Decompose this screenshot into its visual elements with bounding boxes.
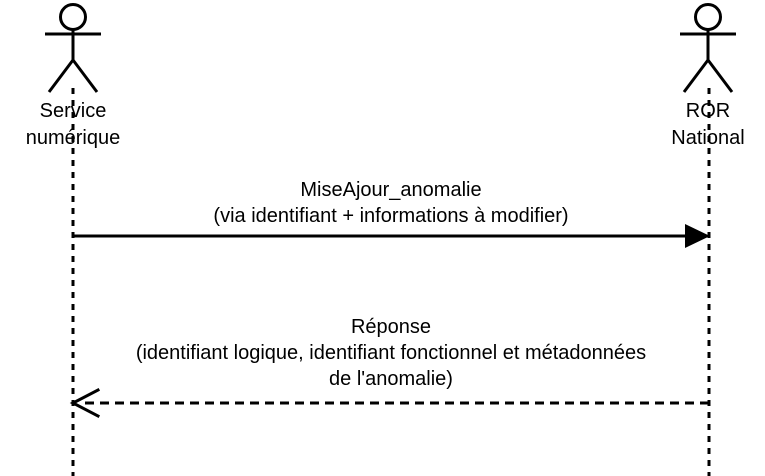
actor-leg-left-icon (682, 59, 710, 93)
actor-head-icon (694, 3, 722, 31)
message-arrow-miseajour-anomalie (73, 224, 710, 248)
message-arrow-reponse (69, 387, 709, 419)
arrowhead-open-v-icon (69, 387, 101, 419)
message-label-reponse: Réponse (identifiant logique, identifian… (136, 314, 646, 392)
message-label-miseajour-anomalie: MiseAjour_anomalie (via identifiant + in… (213, 177, 568, 229)
actor-label-line: numérique (25, 127, 121, 149)
actor-figure-service-numerique (45, 3, 101, 93)
message-label-line: Réponse (350, 316, 432, 338)
actor-head-icon (59, 3, 87, 31)
message-label-line: MiseAjour_anomalie (300, 179, 482, 201)
actor-figure-ror-national (680, 3, 736, 93)
actor-leg-right-icon (706, 59, 734, 93)
message-label-line: (via identifiant + informations à modifi… (213, 205, 569, 227)
message-label-line: de l'anomalie) (329, 368, 453, 390)
arrowhead-filled-triangle-icon (685, 224, 710, 248)
actor-label-ror-national: ROR National (671, 98, 744, 152)
actor-label-line: ROR (685, 100, 731, 122)
actor-leg-left-icon (47, 59, 75, 93)
actor-leg-right-icon (71, 59, 99, 93)
actor-label-line: National (671, 127, 745, 149)
actor-label-line: Service (39, 100, 107, 122)
actor-label-service-numerique: Service numérique (26, 98, 121, 152)
message-label-line: (identifiant logique, identifiant foncti… (135, 342, 647, 364)
